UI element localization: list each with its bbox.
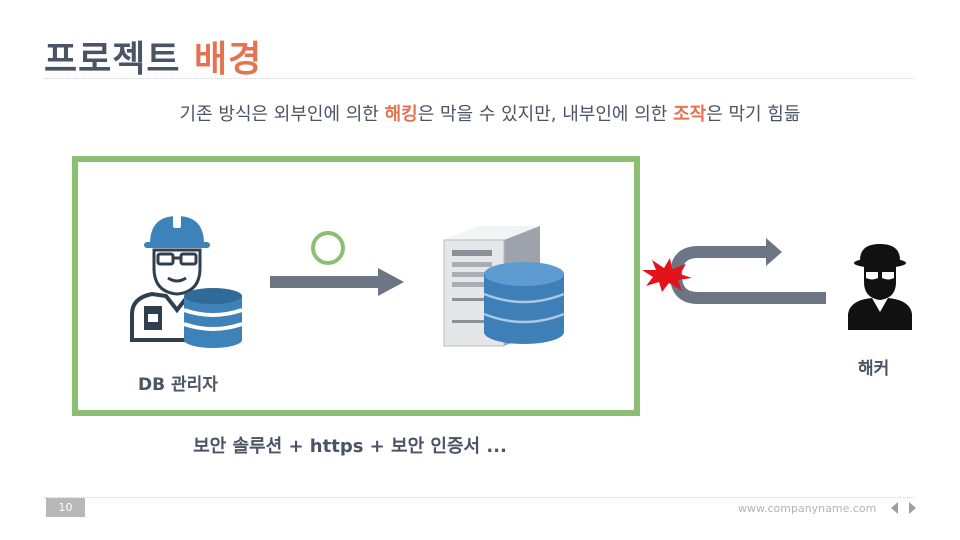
slide-title: 프로젝트 배경 [44, 30, 262, 82]
page-number: 10 [46, 498, 85, 517]
subtitle: 기존 방식은 외부인에 의한 해킹은 막을 수 있지만, 내부인에 의한 조작은… [0, 100, 960, 126]
hacker-icon [848, 244, 912, 330]
next-arrow-icon[interactable] [909, 502, 916, 514]
internal-zone-box [72, 156, 640, 416]
subtitle-part3: 은 막기 힘듦 [706, 104, 801, 125]
solution-caption: 보안 솔루션 + https + 보안 인증서 ... [193, 436, 507, 457]
db-admin-label: DB 관리자 [138, 375, 218, 395]
db-admin-icon [130, 214, 243, 348]
database-server-icon [443, 226, 565, 347]
hacker-label: 해커 [858, 359, 890, 379]
impact-burst-icon [642, 258, 692, 292]
title-divider [44, 78, 914, 79]
prev-arrow-icon[interactable] [891, 502, 898, 514]
title-accent: 배경 [194, 39, 263, 80]
subtitle-highlight-hacking: 해킹 [384, 104, 418, 125]
title-main: 프로젝트 [44, 39, 181, 80]
website-url: www.companyname.com [738, 502, 877, 515]
right-arrow-icon [270, 268, 404, 296]
ok-circle-icon [311, 231, 345, 265]
subtitle-part1: 기존 방식은 외부인에 의한 [179, 104, 385, 125]
footer-divider [44, 497, 914, 498]
subtitle-part2: 은 막을 수 있지만, 내부인에 의한 [417, 104, 674, 125]
subtitle-highlight-manipulation: 조작 [673, 104, 707, 125]
